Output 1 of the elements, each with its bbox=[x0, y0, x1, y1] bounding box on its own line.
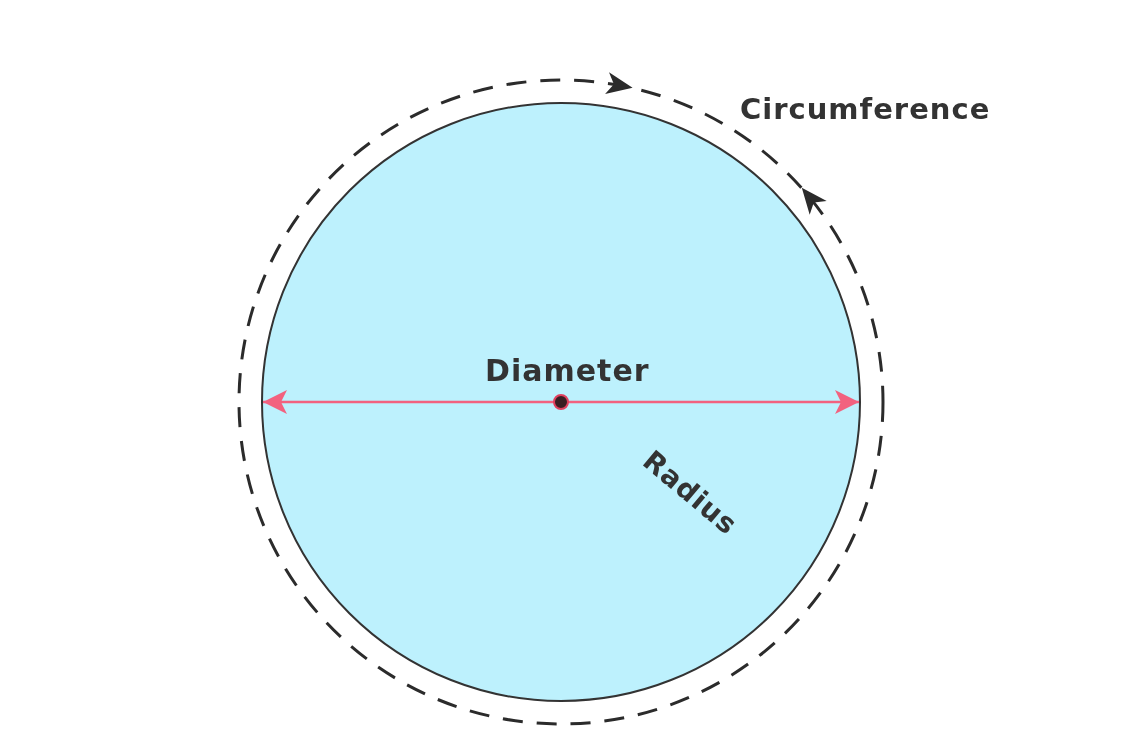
circumference-label: Circumference bbox=[740, 91, 991, 128]
